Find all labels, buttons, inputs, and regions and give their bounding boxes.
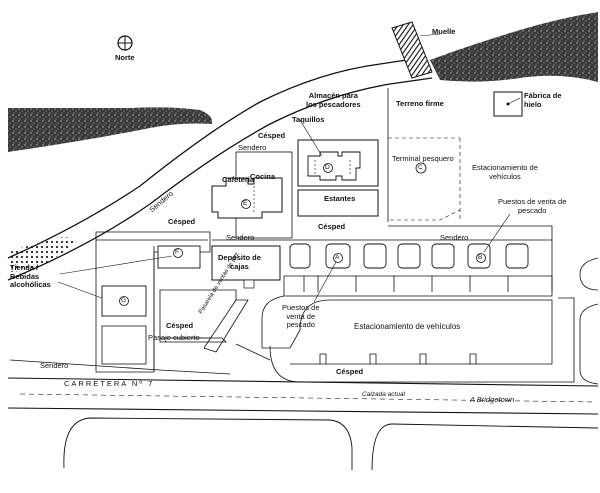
path-label: Sendero (226, 233, 255, 242)
marker-a: A (335, 254, 340, 261)
cafeteria-label: Cafeteria (222, 175, 255, 184)
path-label: Sendero (440, 233, 469, 242)
marker-e: E (243, 200, 248, 207)
ice-factory (493, 91, 523, 117)
kitchen-label: Cocina (250, 172, 276, 181)
cafeteria-building (211, 177, 283, 219)
highway-top-edge (7, 377, 599, 387)
marker-b-circle (476, 253, 486, 263)
cash-deposit-label: Depósito de cajas (218, 253, 261, 271)
coastal-road-inner (7, 77, 433, 281)
grass-label: Césped (168, 217, 196, 226)
fish-stalls-right-label: Puestos de venta de pescado (498, 197, 567, 215)
north-label: Norte (115, 53, 135, 62)
shore-strip-bottom-left (10, 237, 78, 272)
highway-bottom-edge (7, 407, 599, 415)
shelves-block (297, 189, 379, 217)
upper-parking-label: Estacionamiento de vehículos (472, 163, 538, 181)
grass-label: Césped (258, 131, 286, 140)
pier (391, 21, 433, 79)
ice-factory-label: Fábrica de hielo (524, 91, 562, 109)
store-label: Tienda / Bebidas alcohólicas (10, 263, 51, 290)
covered-passage (159, 337, 227, 343)
highway-centerline (19, 393, 597, 403)
covered-passage-label: Pasaje cubierto (148, 333, 200, 342)
current-road-label: Calzada actual (362, 391, 405, 398)
marker-g: G (121, 297, 127, 304)
lower-parking-outline (261, 295, 553, 365)
fish-stalls-lower-label: Puestos de venta de pescado (282, 303, 320, 330)
sea-area-top-right (430, 12, 598, 82)
firm-ground-label: Terreno firme (396, 99, 444, 108)
marker-d: D (325, 164, 330, 171)
marker-f: F (175, 249, 179, 256)
fish-ramp (203, 299, 249, 353)
grass-label: Césped (336, 367, 364, 376)
lockers-label: Taquillos (292, 115, 325, 124)
marker-a-circle (333, 253, 343, 263)
marker-g-circle (119, 296, 129, 306)
cash-deposit-block (211, 245, 281, 281)
fishermen-warehouse-label: Almacén para los pescadores (306, 91, 361, 109)
coastal-road-outer (7, 57, 421, 259)
north-compass-icon (117, 35, 133, 51)
path-label: Sendero (40, 361, 69, 370)
marker-e-circle (241, 199, 251, 209)
marker-f-circle (173, 248, 183, 258)
fish-stalls-row (289, 243, 529, 269)
market-outline (283, 275, 553, 297)
path-label: Sendero (238, 143, 267, 152)
marker-c-circle (415, 162, 427, 174)
bridgetown-label: A Bridgetown (470, 395, 515, 404)
pier-label: Muelle (432, 27, 456, 36)
sea-area-left (8, 107, 212, 152)
grass-label: Césped (318, 222, 346, 231)
shelves-label: Estantes (324, 194, 356, 203)
marker-c: C (418, 164, 423, 171)
lower-parking-label: Estacionamiento de vehículos (354, 322, 461, 331)
grass-label: Césped (166, 321, 194, 330)
marker-b: B (478, 254, 483, 261)
marker-d-circle (323, 163, 333, 173)
highway-label: CARRETERA Nº 7 (64, 379, 155, 388)
lockers-block (307, 151, 361, 181)
fishing-terminal-label: Terminal pesquero (392, 154, 454, 163)
